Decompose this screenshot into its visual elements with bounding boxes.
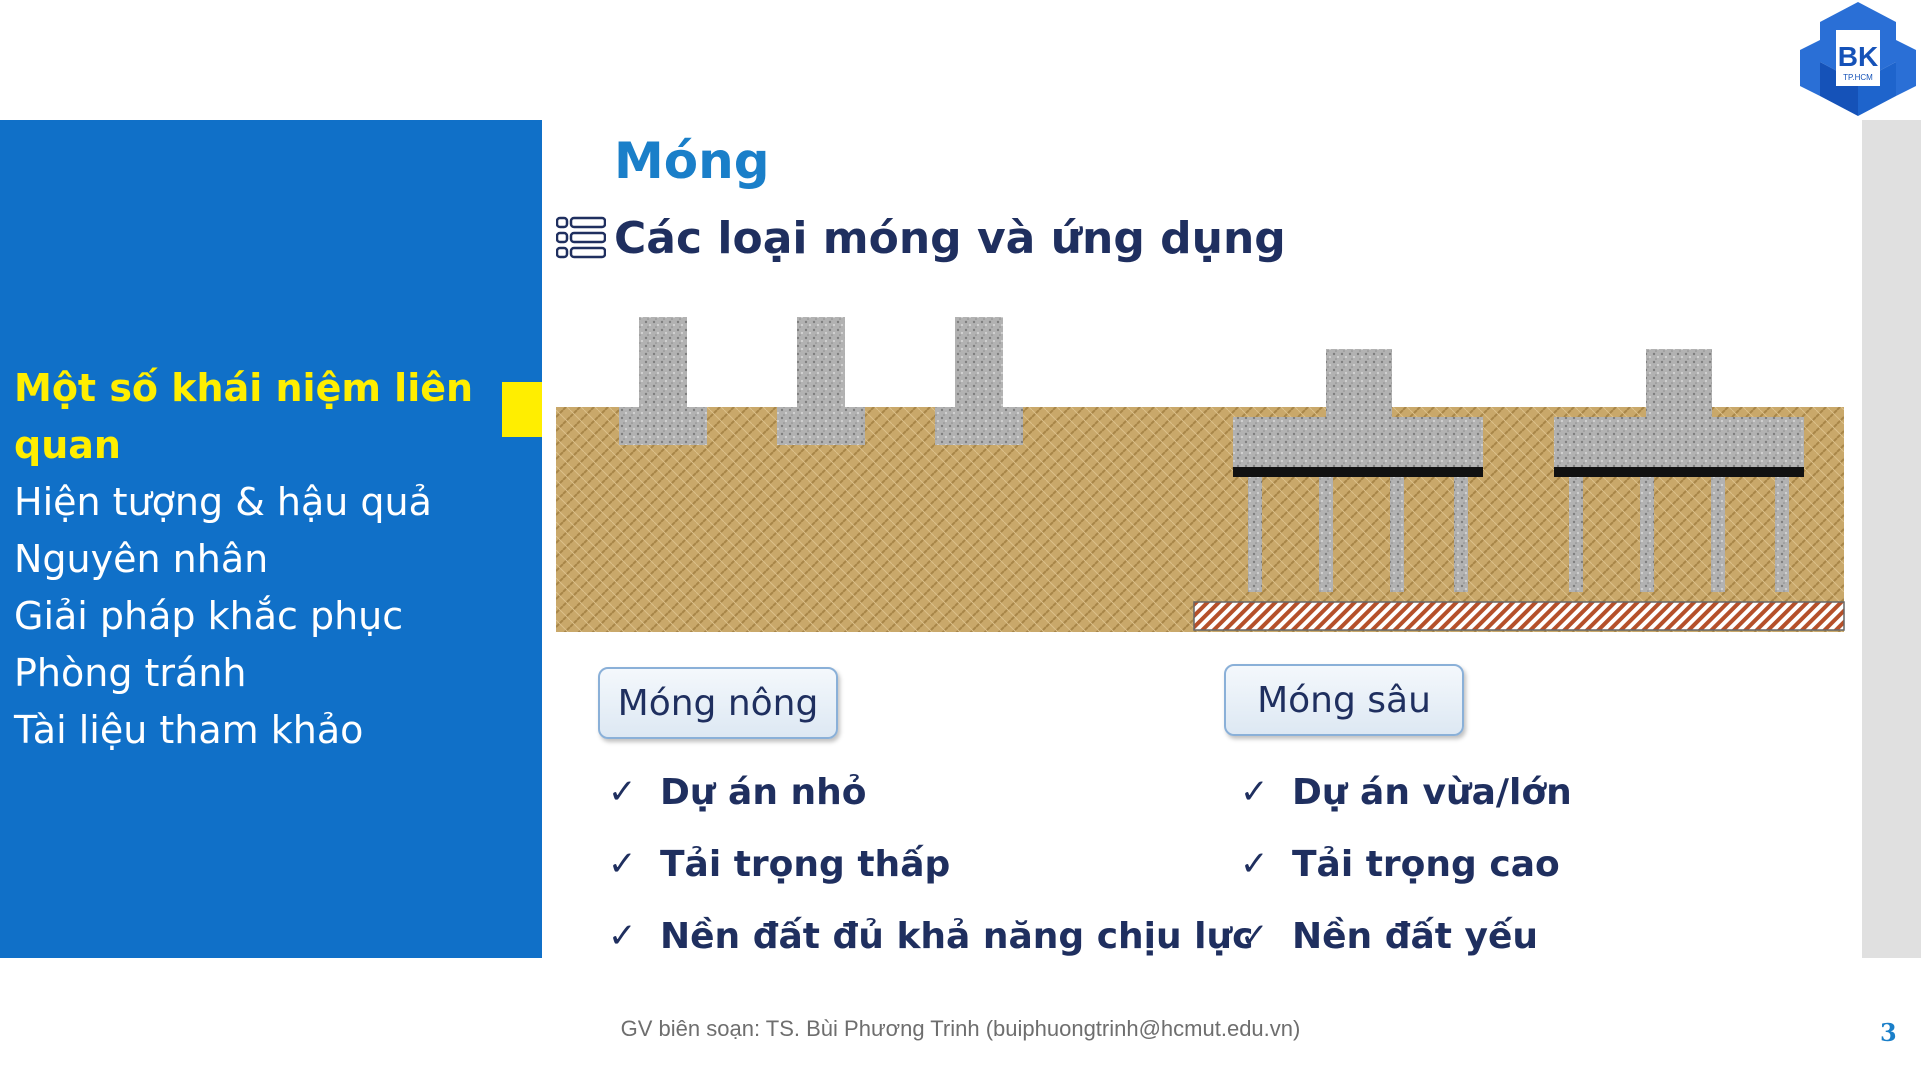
deep-pile-foundations [1193, 349, 1845, 631]
sidebar-item-solutions[interactable]: Giải pháp khắc phục [14, 594, 404, 638]
right-edge-bar [1862, 120, 1921, 958]
sidebar-item-concepts[interactable]: Một số khái niệm liên quan [14, 366, 474, 467]
list-item: ✓Nền đất yếu [1240, 915, 1539, 957]
check-icon: ✓ [608, 772, 637, 812]
sidebar-item-phenomena[interactable]: Hiện tượng & hậu quả [14, 480, 432, 524]
slide-title: Móng [614, 132, 770, 190]
sidebar-item-references[interactable]: Tài liệu tham khảo [14, 708, 364, 752]
sidebar-item-causes[interactable]: Nguyên nhân [14, 537, 269, 581]
page-number: 3 [1880, 1018, 1897, 1047]
list-item: ✓Tải trọng thấp [608, 843, 951, 885]
subtitle-row: Các loại móng và ứng dụng [556, 208, 1286, 268]
deep-list: ✓Dự án vừa/lớn ✓Tải trọng cao ✓Nền đất y… [1240, 756, 1572, 972]
sidebar [0, 120, 542, 958]
shallow-list: ✓Dự án nhỏ ✓Tải trọng thấp ✓Nền đất đủ k… [608, 756, 1253, 972]
list-item: ✓Dự án vừa/lớn [1240, 771, 1572, 813]
check-icon: ✓ [1240, 772, 1269, 812]
check-icon: ✓ [608, 844, 637, 884]
foundation-diagram [556, 317, 1845, 632]
bk-logo: BK TP.HCM [1800, 2, 1916, 116]
sidebar-nav: Một số khái niệm liên quan Hiện tượng & … [14, 360, 484, 759]
check-icon: ✓ [608, 916, 637, 956]
list-item: ✓Nền đất đủ khả năng chịu lực [608, 915, 1254, 957]
check-icon: ✓ [1240, 916, 1269, 956]
slide-subtitle: Các loại móng và ứng dụng [614, 212, 1286, 264]
shallow-footings [619, 317, 1023, 445]
list-icon [556, 216, 606, 259]
list-item: ✓Tải trọng cao [1240, 843, 1560, 885]
shallow-foundation-button[interactable]: Móng nông [598, 667, 838, 739]
logo-subtext: TP.HCM [1843, 73, 1873, 82]
footer-author: GV biên soạn: TS. Bùi Phương Trinh (buip… [620, 1016, 1301, 1041]
sidebar-item-prevention[interactable]: Phòng tránh [14, 651, 247, 695]
logo-text: BK [1838, 41, 1878, 72]
list-item: ✓Dự án nhỏ [608, 771, 867, 813]
bearing-layer [1193, 601, 1845, 631]
deep-foundation-button[interactable]: Móng sâu [1224, 664, 1464, 736]
sidebar-active-marker [502, 382, 542, 437]
check-icon: ✓ [1240, 844, 1269, 884]
